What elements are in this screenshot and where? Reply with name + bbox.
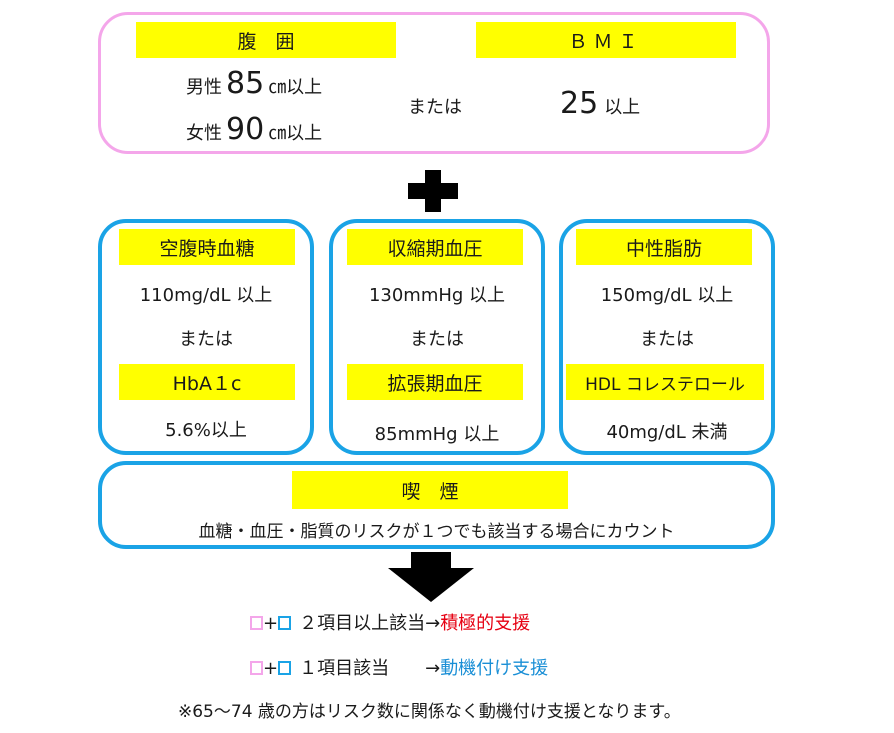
result-plus: + (263, 658, 279, 679)
footnote: ※65～74 歳の方はリスク数に関係なく動機付け支援となります。 (178, 702, 681, 722)
risk-square-icon (278, 616, 292, 630)
or-text: または (408, 97, 462, 118)
fasting-glucose-value: 110mg/dL 以上 (139, 285, 273, 306)
down-arrow-icon (388, 552, 474, 602)
result-active-support: +２項目以上該当→積極的支援 (250, 609, 530, 635)
result-motivational-support: +１項目該当 →動機付け支援 (250, 654, 548, 680)
bmi-suffix: 以上 (604, 97, 641, 118)
waist-male-suffix: ㎝以上 (268, 77, 323, 98)
risk-square-icon (278, 661, 292, 675)
hdl-cholesterol-label: HDL コレステロール (566, 364, 764, 400)
obesity-criteria-box (98, 12, 770, 154)
smoking-box (98, 461, 775, 549)
obesity-square-icon (250, 616, 263, 630)
box2-or-text: または (410, 329, 464, 350)
waist-male-prefix: 男性 (186, 77, 222, 98)
hdl-cholesterol-value: 40mg/dL 未満 (606, 422, 728, 443)
hba1c-value: 5.6%以上 (165, 420, 247, 441)
bmi-value: 25 (560, 86, 599, 121)
smoking-label: 喫 煙 (292, 471, 568, 509)
result-outcome: 積極的支援 (440, 613, 531, 634)
obesity-square-icon (250, 661, 263, 675)
waist-female-prefix: 女性 (186, 123, 222, 144)
result-condition: ２項目以上該当→ (299, 613, 441, 634)
systolic-bp-value: 130mmHg 以上 (368, 285, 506, 306)
blood-sugar-box (98, 219, 314, 455)
box3-or-text: または (640, 329, 694, 350)
lipid-box (559, 219, 775, 455)
triglyceride-label: 中性脂肪 (576, 229, 752, 265)
box1-or-text: または (179, 329, 233, 350)
waist-label: 腹 囲 (136, 22, 396, 58)
plus-icon (408, 170, 458, 212)
triglyceride-value: 150mg/dL 以上 (600, 285, 734, 306)
fasting-glucose-label: 空腹時血糖 (119, 229, 295, 265)
result-outcome: 動機付け支援 (440, 658, 549, 679)
result-plus: + (263, 613, 279, 634)
waist-male-value: 85 (226, 66, 265, 101)
smoking-note: 血糖・血圧・脂質のリスクが１つでも該当する場合にカウント (198, 522, 675, 542)
result-condition: １項目該当 → (299, 658, 441, 679)
blood-pressure-box (329, 219, 545, 455)
bmi-label: ＢＭＩ (476, 22, 736, 58)
systolic-bp-label: 収縮期血圧 (347, 229, 523, 265)
diastolic-bp-label: 拡張期血圧 (347, 364, 523, 400)
waist-female-value: 90 (226, 112, 265, 147)
hba1c-label: HbA１c (119, 364, 295, 400)
diastolic-bp-value: 85mmHg 以上 (374, 424, 500, 445)
waist-female-suffix: ㎝以上 (268, 123, 323, 144)
